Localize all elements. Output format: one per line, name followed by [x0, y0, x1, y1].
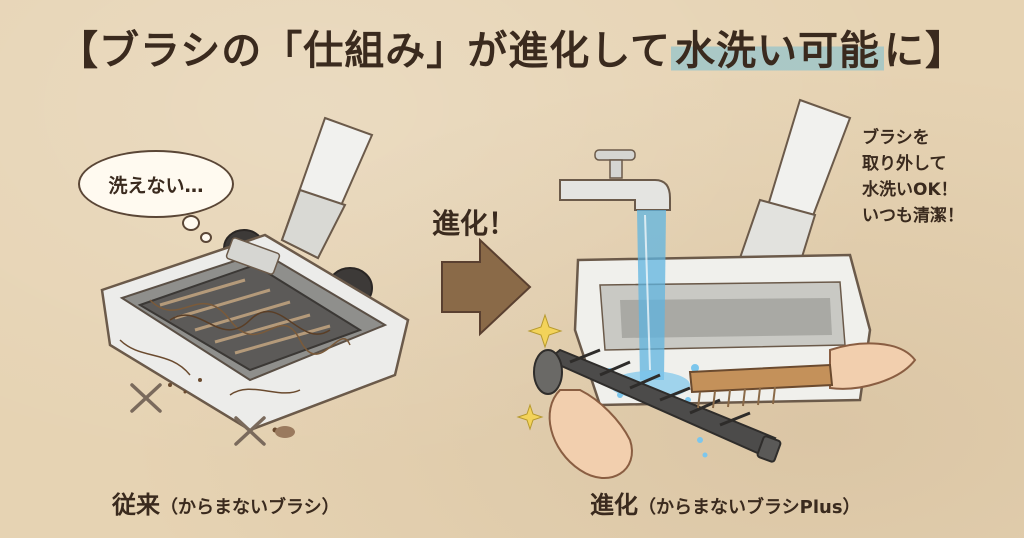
feature-note: ブラシを 取り外して 水洗いOK！ いつも清潔！: [862, 125, 964, 229]
note-line: いつも清潔！: [862, 206, 964, 226]
thought-bubble: 洗えない…: [78, 150, 234, 218]
page-title: 【ブラシの「仕組み」が進化して水洗い可能に】: [0, 18, 1024, 76]
caption-sub: （からまないブラシPlus）: [638, 497, 861, 518]
caption-conventional: 従来（からまないブラシ）: [112, 485, 340, 520]
dust-marks: [130, 378, 295, 446]
evolution-label: 進化！: [432, 207, 517, 240]
thought-bubble-dot: [182, 215, 200, 231]
old-vacuum-head: [100, 116, 410, 432]
faucet: [559, 149, 671, 211]
note-line: ブラシを: [862, 128, 930, 148]
evolution-arrow: [441, 237, 532, 337]
new-vacuum-head: [573, 98, 872, 407]
caption-main: 進化: [590, 491, 638, 519]
caption-main: 従来: [112, 491, 160, 519]
caption-evolved: 進化（からまないブラシPlus）: [590, 485, 861, 520]
hands: [548, 342, 917, 480]
title-highlight: 水洗い可能: [671, 28, 884, 74]
note-line: 水洗いOK！: [862, 180, 958, 200]
sparkles: [516, 313, 563, 431]
cleaning-brush: [688, 363, 834, 409]
title-part-1: 【ブラシの「仕組み」が進化して: [58, 28, 671, 74]
thought-bubble-dot: [200, 232, 212, 243]
detached-brush-roll: [533, 348, 782, 463]
note-line: 取り外して: [862, 154, 947, 174]
caption-sub: （からまないブラシ）: [160, 497, 340, 518]
title-part-2: に】: [884, 28, 966, 74]
